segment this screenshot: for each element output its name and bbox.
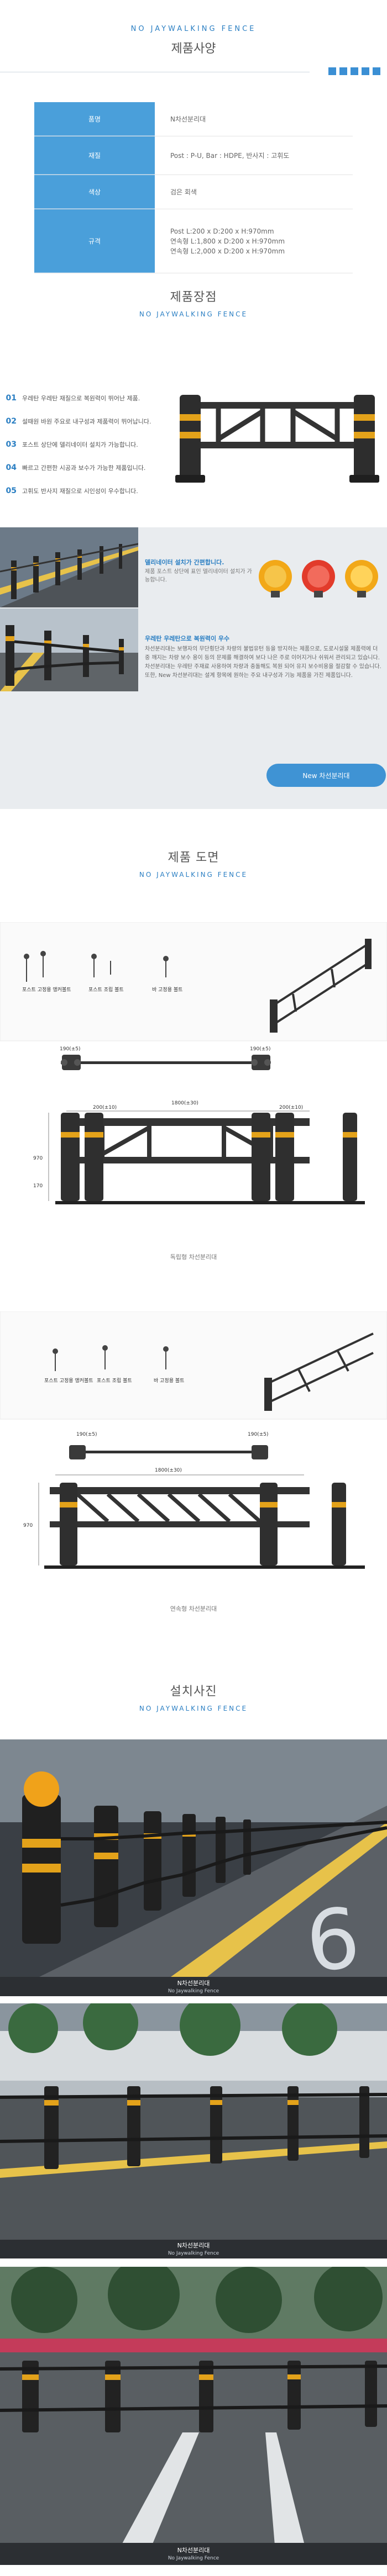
dim-label: 200(±10): [279, 1105, 303, 1110]
spec-value: 검은 회색: [170, 188, 197, 196]
dim-label: 1800(±30): [171, 1101, 198, 1106]
svg-text:6: 6: [302, 1890, 364, 1991]
dim-label: 190(±5): [250, 1046, 270, 1052]
install-caption: N차선분리대 No Jaywalking Fence: [168, 1980, 219, 1994]
dim-label: 190(±5): [76, 1432, 97, 1437]
new-fence-button[interactable]: New 차선분리대: [266, 764, 386, 787]
warning-lamp-icon: [259, 560, 292, 597]
spec-label: 품명: [34, 102, 155, 136]
install-title: 설치사진: [170, 1685, 217, 1699]
features-title: 제품장점: [170, 290, 217, 304]
hardware-label: 포스트 고정용 앵커볼트: [44, 1378, 93, 1384]
warning-lamp-icon: [345, 560, 378, 597]
header-dots: [328, 67, 380, 75]
spec-row: 재질 Post : P-U, Bar : HDPE, 반사지 : 고휘도: [34, 136, 353, 175]
road-photo: [0, 527, 138, 607]
spec-value: Post : P-U, Bar : HDPE, 반사지 : 고휘도: [170, 151, 290, 160]
drawing-title: 제품 도면: [168, 851, 219, 865]
delineator-text: 제품 포스트 상단에 표인 델리네이터 설치가 가능합니다.: [145, 569, 252, 583]
hardware-label: 포스트 조립 볼트: [88, 987, 124, 993]
install-en: NO JAYWALKING FENCE: [139, 1705, 248, 1712]
hardware-label: 바 고정용 볼트: [154, 1378, 184, 1384]
spec-value: Post L:200 x D:200 x H:970mm 연속형 L:1,800…: [170, 227, 285, 255]
drawing-header: 제품 도면 NO JAYWALKING FENCE: [0, 848, 387, 879]
drawing-en: NO JAYWALKING FENCE: [139, 871, 248, 879]
header-en: NO JAYWALKING FENCE: [130, 25, 257, 33]
dim-label: 170: [33, 1183, 43, 1189]
dim-label: 1800(±30): [155, 1468, 182, 1473]
detail-text: 차선분리대는 보행자의 무단횡단과 차량의 불법유턴 등을 방지하는 제품으로,…: [145, 646, 381, 679]
spec-label: 재질: [34, 136, 155, 174]
road-photo: [0, 609, 138, 691]
hardware-label: 포스트 고정용 앵커볼트: [22, 987, 71, 993]
spec-row: 색상 검은 회색: [34, 175, 353, 209]
delineator-title: 델리네이터 설치가 간편합니다.: [145, 559, 224, 566]
install-caption: N차선분리대 No Jaywalking Fence: [168, 2547, 219, 2561]
dim-label: 970: [23, 1523, 33, 1528]
spec-row: 품명 N차선분리대: [34, 102, 353, 136]
warning-lamps: [256, 557, 381, 597]
spec-label: 색상: [34, 175, 155, 209]
install-header: 설치사진 NO JAYWALKING FENCE: [0, 1681, 387, 1712]
spec-label: 규격: [34, 209, 155, 273]
drawing-caption: 독립형 차선분리대: [170, 1253, 217, 1261]
install-photo: 6: [0, 1739, 387, 1996]
fence-product-image: [174, 381, 387, 500]
drawing-independent: 포스트 고정용 앵커볼트 포스트 조립 볼트 바 고정용 볼트 190(±5) …: [0, 922, 387, 1231]
dim-label: 200(±10): [93, 1105, 117, 1110]
install-photo: [0, 2267, 387, 2565]
hardware-label: 포스트 조립 볼트: [97, 1378, 132, 1384]
header: NO JAYWALKING FENCE 제품사양: [0, 0, 387, 66]
drawing-caption: 연속형 차선분리대: [170, 1605, 217, 1612]
features-header: 제품장점 NO JAYWALKING FENCE: [0, 287, 387, 318]
features-en: NO JAYWALKING FENCE: [139, 310, 248, 318]
spec-table: 품명 N차선분리대 재질 Post : P-U, Bar : HDPE, 반사지…: [34, 102, 353, 273]
dim-label: 190(±5): [60, 1046, 80, 1052]
install-photo: [0, 2003, 387, 2258]
hardware-label: 바 고정용 볼트: [152, 987, 182, 993]
warning-lamp-icon: [302, 560, 335, 597]
spec-row: 규격 Post L:200 x D:200 x H:970mm 연속형 L:1,…: [34, 209, 353, 273]
spec-value: N차선분리대: [170, 115, 206, 123]
install-caption: N차선분리대 No Jaywalking Fence: [168, 2242, 219, 2256]
dim-label: 190(±5): [248, 1432, 268, 1437]
drawing-continuous: 포스트 고정용 앵커볼트 포스트 조립 볼트 바 고정용 볼트 190(±5) …: [0, 1311, 387, 1588]
detail-title: 우레탄 우레탄으로 복원력이 우수: [145, 635, 230, 642]
dim-label: 970: [33, 1156, 43, 1161]
header-title: 제품사양: [171, 42, 216, 56]
